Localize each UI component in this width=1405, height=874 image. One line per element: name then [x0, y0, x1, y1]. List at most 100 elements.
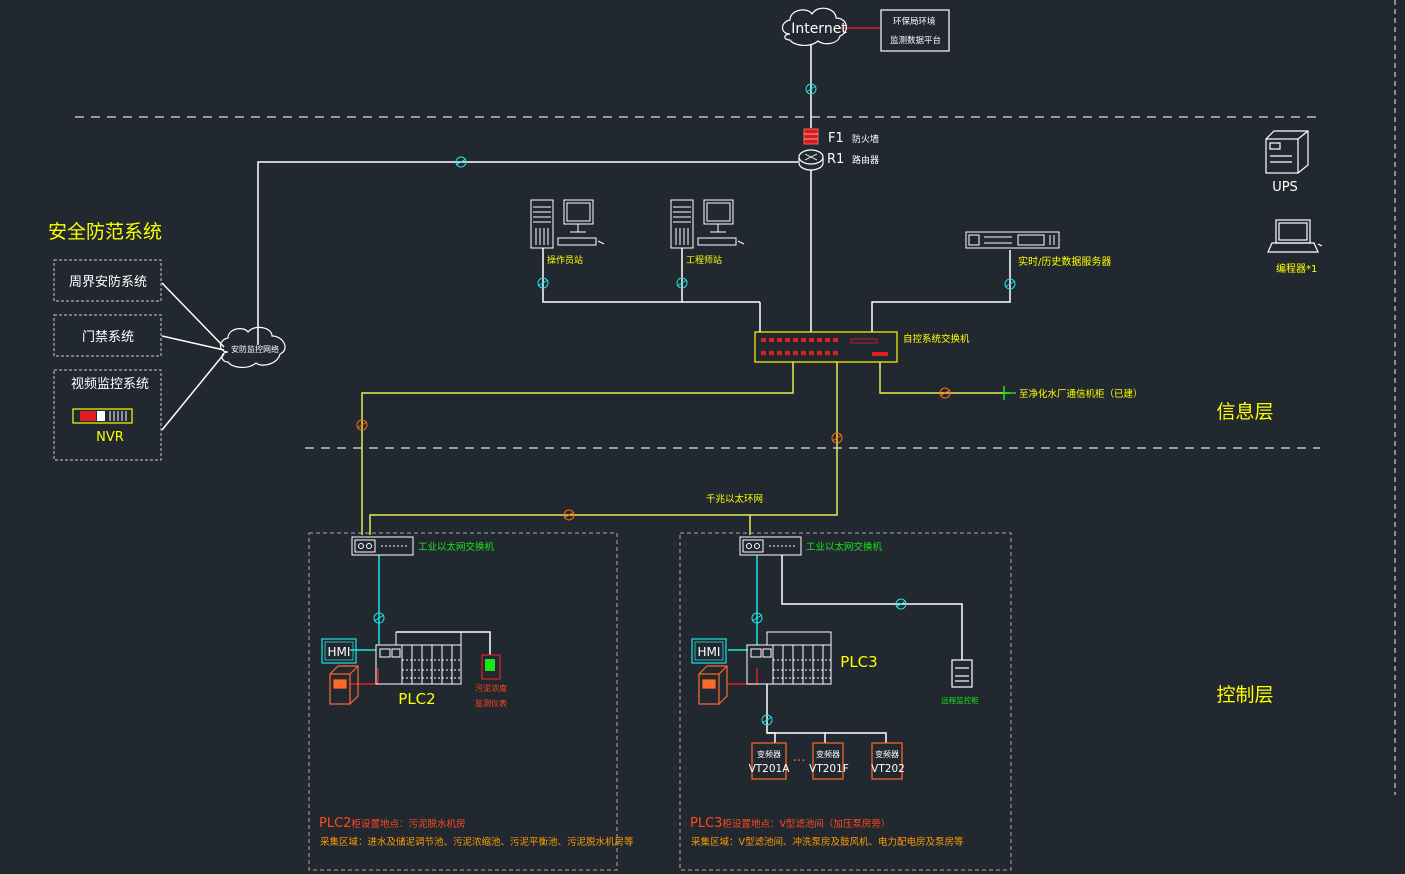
switch-port	[785, 351, 790, 355]
operator-label: 操作员站	[547, 254, 583, 266]
laptop-icon	[1267, 219, 1323, 253]
switch-port	[833, 351, 838, 355]
plc3-rack-icon	[746, 631, 832, 685]
plc2-hmi-box	[321, 638, 357, 664]
switch-port	[801, 351, 806, 355]
remote-cabinet-icon	[951, 659, 973, 688]
firewall: F1 防火墙	[803, 128, 879, 146]
info-layer-label: 信息层	[1216, 401, 1273, 423]
plc2-hmi-label: HMI	[328, 645, 351, 659]
vfd-202-label: 变频器	[875, 749, 899, 759]
junction-markers	[356, 83, 1016, 726]
workstation-icon	[530, 199, 605, 249]
plc2-analyzer-line2: 监测仪表	[475, 698, 507, 708]
vfd-ellipsis: ...	[792, 749, 805, 765]
switch-port	[777, 351, 782, 355]
internet-label: Internet	[791, 21, 847, 37]
switch-port	[825, 338, 830, 342]
vfd-202: 变频器 VT202	[871, 742, 905, 780]
workstation-icon	[670, 199, 745, 249]
plc2-caption-id: PLC2	[319, 816, 351, 831]
security-title: 安全防范系统	[48, 221, 162, 243]
programmer-laptop: 编程器*1	[1267, 219, 1323, 275]
security-cloud-label: 安防监控网络	[231, 344, 279, 354]
video-label: 视频监控系统	[71, 377, 149, 392]
plc2-switch-icon	[351, 536, 414, 556]
server-label: 实时/历史数据服务器	[1018, 255, 1111, 268]
vfd-a-label: 变频器	[757, 749, 781, 759]
switch-port	[769, 338, 774, 342]
plc3-switch-label: 工业以太网交换机	[806, 541, 883, 553]
control-layer-label: 控制层	[1216, 684, 1273, 706]
access-label: 门禁系统	[82, 330, 134, 345]
platform-line2: 监测数据平台	[890, 35, 941, 46]
security-system: 安全防范系统 周界安防系统 门禁系统 视频监控系统 NVR 安防监控网络	[48, 221, 286, 461]
router-id: R1	[827, 152, 844, 167]
plc2-name: PLC2	[398, 690, 435, 708]
plc2-analyzer-line1: 污泥浓度	[475, 683, 507, 693]
plc3-panel: 工业以太网交换机 HMI PLC3	[679, 532, 1012, 871]
plc2-switch-label: 工业以太网交换机	[418, 541, 495, 553]
switch-port	[793, 338, 798, 342]
vfd-a-tag: VT201A	[749, 763, 791, 775]
vfd-f-label: 变频器	[816, 749, 840, 759]
laptop-label: 编程器*1	[1276, 262, 1317, 275]
engineer-station: 工程师站	[670, 199, 745, 266]
switch-port	[825, 351, 830, 355]
plc3-caption-range: 采集区域：V型滤池间、冲洗泵房及鼓风机、电力配电房及泵房等	[691, 836, 964, 848]
switch-port	[817, 351, 822, 355]
nvr-icon	[72, 408, 133, 424]
switch-port	[809, 338, 814, 342]
video-box	[53, 369, 162, 461]
plc3-name: PLC3	[840, 653, 877, 671]
connection-lines	[161, 27, 1016, 743]
perimeter-label: 周界安防系统	[69, 274, 147, 290]
perimeter-box	[53, 259, 162, 302]
switch-port	[769, 351, 774, 355]
data-server: 实时/历史数据服务器	[965, 231, 1111, 268]
plc2-caption-title: 柜设置地点：污泥脱水机房	[351, 818, 465, 830]
plc2-rack-icon	[375, 631, 462, 685]
plc3-hmi-box	[691, 638, 727, 664]
core-switch-label: 自控系统交换机	[903, 333, 970, 345]
ups-label: UPS	[1272, 180, 1298, 195]
plc3-switch-icon	[739, 536, 802, 556]
router: R1 路由器	[798, 149, 879, 171]
internet-cloud: Internet	[781, 7, 847, 46]
switch-port	[793, 351, 798, 355]
switch-port	[785, 338, 790, 342]
switch-port	[761, 338, 766, 342]
remote-cabinet-label: 远程监控柜	[941, 695, 979, 705]
firewall-icon	[803, 128, 819, 145]
engineer-label: 工程师站	[686, 254, 722, 266]
firewall-id: F1	[828, 131, 844, 146]
plc3-ups-icon	[698, 665, 728, 705]
firewall-label: 防火墙	[852, 133, 879, 145]
access-box	[53, 314, 162, 357]
vfd-f-tag: VT201F	[809, 763, 849, 775]
switch-port	[809, 351, 814, 355]
switch-port	[777, 338, 782, 342]
nvr-label: NVR	[96, 430, 124, 445]
plc2-ups-icon	[329, 665, 359, 705]
switch-port	[817, 338, 822, 342]
monitoring-platform: 环保局环境 监测数据平台	[880, 9, 950, 52]
vfd-f: 变频器 VT201F	[809, 742, 849, 780]
plc3-caption-id: PLC3	[690, 816, 722, 831]
vfd-202-tag: VT202	[871, 763, 905, 775]
plant-comm-label: 至净化水厂通信机柜（已建）	[1019, 388, 1143, 400]
ups-icon	[1265, 130, 1309, 174]
plc3-hmi-label: HMI	[698, 645, 721, 659]
switch-icon	[754, 331, 898, 363]
security-cloud: 安防监控网络	[219, 326, 286, 368]
router-label: 路由器	[852, 154, 879, 166]
plc2-panel: 工业以太网交换机 HMI PLC2 污泥浓度	[308, 532, 634, 871]
vfd-a: 变频器 VT201A	[749, 742, 791, 780]
core-switch: 自控系统交换机	[754, 331, 970, 363]
switch-port	[801, 338, 806, 342]
operator-station: 操作员站	[530, 199, 605, 266]
plc2-caption-line: PLC2柜设置地点：污泥脱水机房	[319, 816, 465, 831]
plc3-caption-title: 柜设置地点：V型滤池间（加压泵房旁）	[722, 818, 890, 830]
ring-label: 千兆以太环网	[706, 493, 763, 505]
